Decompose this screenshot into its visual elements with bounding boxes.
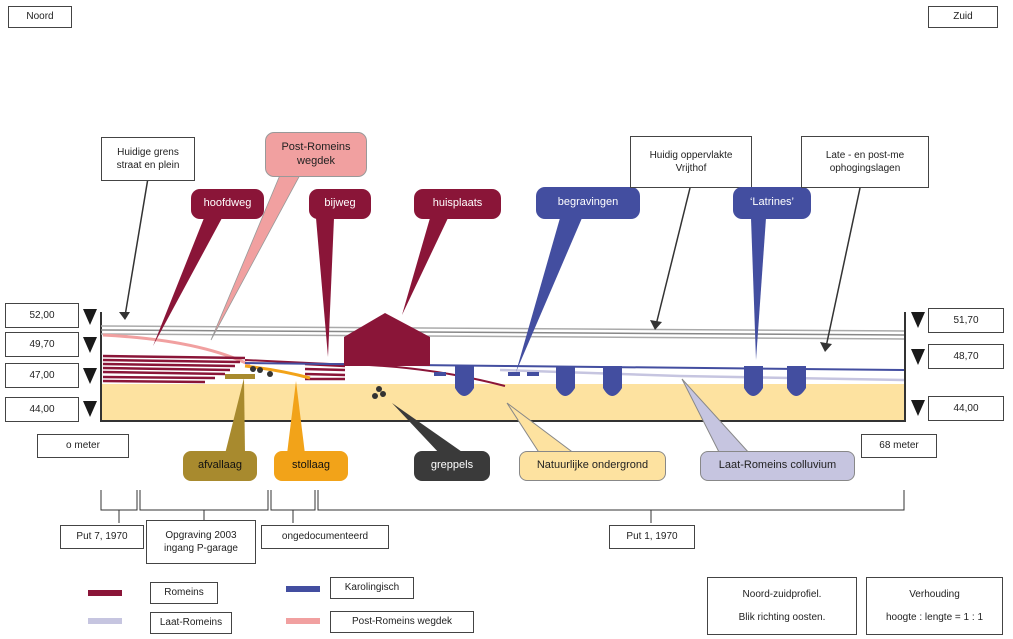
section-put-1: Put 1, 1970 — [609, 525, 695, 549]
elevation-marker — [83, 401, 97, 417]
callout-late-roman-colluvium: Laat-Romeins colluvium — [700, 451, 855, 481]
elevation-left-4: 44,00 — [5, 397, 79, 422]
surface-line-1 — [100, 325, 905, 332]
natural-subsoil — [101, 384, 904, 420]
distance-start: o meter — [37, 434, 129, 458]
legend-late-roman: Laat-Romeins — [150, 612, 232, 634]
roman-main-road-layers — [102, 354, 246, 384]
callout-side-road: bijweg — [309, 189, 371, 219]
elevation-left-2: 49,70 — [5, 332, 79, 357]
legend-swatch-roman — [88, 590, 122, 596]
profile-line-2: Blik richting oosten. — [738, 611, 826, 623]
profile-info-box: Noord-zuidprofiel. Blik richting oosten. — [707, 577, 857, 635]
legend-carolingian: Karolingisch — [330, 577, 414, 599]
callout-pointers — [119, 174, 861, 372]
elevation-right-3: 44,00 — [928, 396, 1004, 421]
section-undocumented: ongedocumenteerd — [261, 525, 389, 549]
south-label: Zuid — [928, 6, 998, 28]
callout-natural-subsoil: Natuurlijke ondergrond — [519, 451, 666, 481]
post-roman-road-layer — [102, 333, 251, 367]
elevation-marker — [911, 400, 925, 416]
callout-main-road: hoofdweg — [191, 189, 264, 219]
section-brackets — [100, 490, 905, 523]
house-shape — [344, 313, 430, 366]
carolingian-line — [244, 362, 905, 371]
elevation-right-2: 48,70 — [928, 344, 1004, 369]
section-put-7: Put 7, 1970 — [60, 525, 144, 549]
ratio-info-box: Verhouding hoogte : lengte = 1 : 1 — [866, 577, 1003, 635]
legend-swatch-post-roman-road — [286, 618, 320, 624]
carolingian-blocks — [434, 372, 539, 376]
callout-late-layers: Late - en post-me ophogingslagen — [801, 136, 929, 188]
callout-latrines: ‘Latrines’ — [733, 187, 811, 219]
trench-outline — [100, 312, 906, 422]
legend-roman: Romeins — [150, 582, 218, 604]
legend-swatch-carolingian — [286, 586, 320, 592]
legend-post-roman-road: Post-Romeins wegdek — [330, 611, 474, 633]
profile-line-1: Noord-zuidprofiel. — [742, 588, 822, 600]
waste-stones — [250, 366, 273, 377]
pits — [455, 366, 806, 396]
callout-pointers-bottom — [225, 378, 752, 455]
callout-current-surface: Huidig oppervlakte Vrijthof — [630, 136, 752, 188]
ratio-value: hoogte : lengte = 1 : 1 — [885, 611, 984, 623]
elevation-left-1: 52,00 — [5, 303, 79, 328]
elevation-left-3: 47,00 — [5, 363, 79, 388]
elevation-marker — [911, 312, 925, 328]
callout-post-roman-road: Post-Romeins wegdek — [265, 132, 367, 177]
legend-swatch-late-roman — [88, 618, 122, 624]
roman-side-road-layers — [304, 362, 346, 381]
elevation-right-1: 51,70 — [928, 308, 1004, 333]
section-excavation-2003: Opgraving 2003 ingang P-garage — [146, 520, 256, 564]
callout-house-site: huisplaats — [414, 189, 501, 219]
elevation-marker — [83, 309, 97, 325]
waste-layer — [225, 374, 255, 379]
callout-current-boundary: Huidige grens straat en plein — [101, 137, 195, 181]
callout-cobble-layer: stollaag — [274, 451, 348, 481]
elevation-marker — [83, 337, 97, 353]
north-label: Noord — [8, 6, 72, 28]
callout-waste-layer: afvallaag — [183, 451, 257, 481]
surface-line-2 — [100, 329, 905, 336]
elevation-marker — [911, 349, 925, 365]
ditch-stones — [372, 386, 386, 399]
callout-burials: begravingen — [536, 187, 640, 219]
elevation-marker — [83, 368, 97, 384]
callout-ditches: greppels — [414, 451, 490, 481]
surface-line-3 — [100, 333, 905, 340]
distance-end: 68 meter — [861, 434, 937, 458]
ratio-title: Verhouding — [909, 588, 960, 600]
